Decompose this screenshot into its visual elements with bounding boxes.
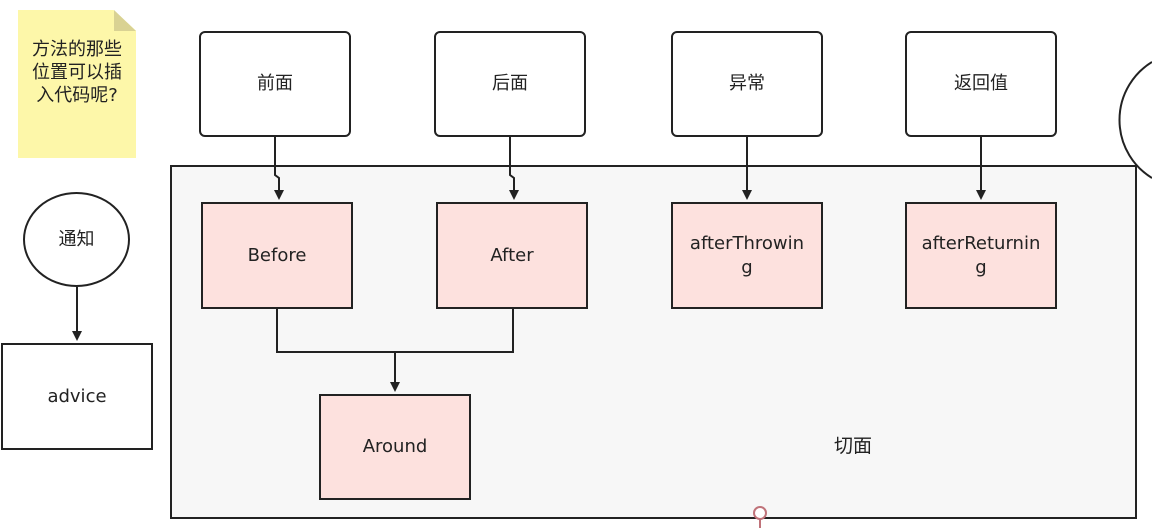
advice-around[interactable]: Around xyxy=(319,394,471,500)
advice-after-throwing-label: afterThrowing xyxy=(689,232,805,278)
joinpoint-return-label: 返回值 xyxy=(954,73,1008,94)
joinpoint-exception[interactable]: 异常 xyxy=(671,31,823,137)
arrow-after xyxy=(509,137,519,200)
advice-after-label: After xyxy=(490,244,534,266)
advice-before-label: Before xyxy=(247,244,307,266)
offscreen-circle xyxy=(1118,61,1152,179)
advice-after[interactable]: After xyxy=(436,202,588,309)
joinpoint-back[interactable]: 后面 xyxy=(434,31,586,137)
sticky-note-text: 方法的那些位置可以插入代码呢? xyxy=(32,39,122,106)
advice-before[interactable]: Before xyxy=(201,202,353,309)
aspect-label: 切面 xyxy=(834,435,873,457)
advice-around-label: Around xyxy=(362,436,428,457)
joinpoint-back-label: 后面 xyxy=(492,73,528,94)
joinpoint-return[interactable]: 返回值 xyxy=(905,31,1057,137)
joinpoint-front[interactable]: 前面 xyxy=(199,31,351,137)
notify-circle[interactable]: 通知 xyxy=(23,192,130,287)
sticky-note: 方法的那些位置可以插入代码呢? xyxy=(18,10,136,158)
joinpoint-front-label: 前面 xyxy=(257,73,293,94)
advice-after-returning[interactable]: afterReturning xyxy=(905,202,1057,309)
connection-handle[interactable] xyxy=(753,506,767,520)
notify-label: 通知 xyxy=(58,228,95,250)
advice-box-label: advice xyxy=(47,385,107,407)
arrow-before xyxy=(274,137,284,200)
advice-box[interactable]: advice xyxy=(1,343,153,450)
joinpoint-exception-label: 异常 xyxy=(729,73,765,94)
advice-after-returning-label: afterReturning xyxy=(921,232,1041,278)
advice-after-throwing[interactable]: afterThrowing xyxy=(671,202,823,309)
